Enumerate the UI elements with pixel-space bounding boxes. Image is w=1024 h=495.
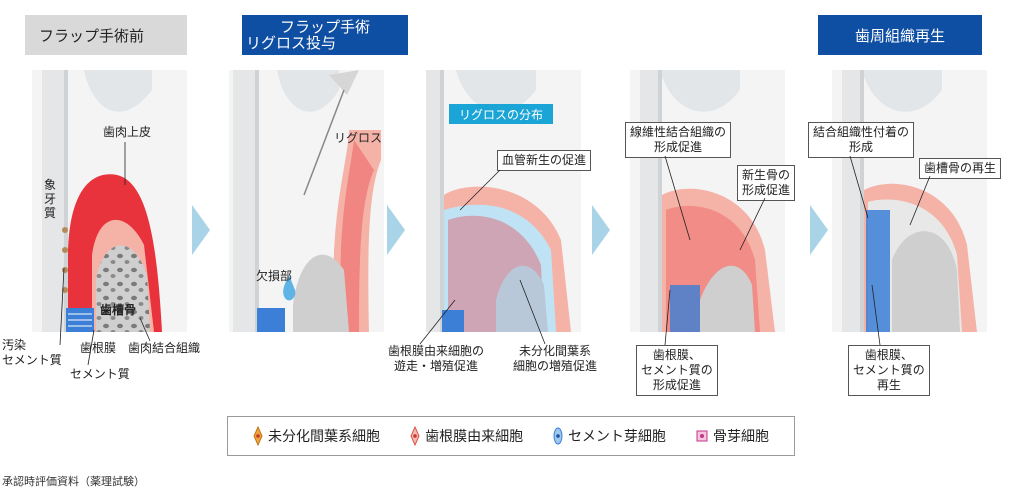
label-fibrous: 線維性結合組織の形成促進 [625, 122, 732, 158]
label-mesenchymal: 未分化間葉系細胞の増殖促進 [513, 344, 598, 373]
panel-formation [630, 70, 785, 332]
label-gingival-epithelium: 歯肉上皮 [103, 125, 152, 139]
mesenchymal-cell-icon [253, 426, 263, 446]
arrow-2 [387, 205, 405, 255]
panel-before [32, 70, 187, 332]
label-pdl-cementum-formation: 歯根膜、セメント質の形成促進 [636, 345, 718, 396]
label-pdl-cells: 歯根膜由来細胞の遊走・増殖促進 [388, 344, 485, 373]
label-alveolar-bone: 歯槽骨 [100, 303, 137, 317]
legend: 未分化間葉系細胞 歯根膜由来細胞 セメント芽細胞 骨芽細胞 [227, 416, 795, 456]
label-attachment: 結合組織性付着の形成 [808, 122, 915, 158]
pdl-cell-icon [410, 426, 420, 446]
label-pdl-regen: 歯根膜、セメント質の再生 [848, 345, 930, 396]
distribution-tag: リグロスの分布 [449, 104, 553, 124]
legend-pdl-derived: 歯根膜由来細胞 [410, 426, 523, 446]
arrow-1 [192, 205, 210, 255]
panel-surgery [229, 70, 384, 332]
legend-cementoblast: セメント芽細胞 [553, 426, 666, 446]
stage-surgery-header: フラップ手術 リグロス投与 [242, 15, 408, 55]
cementoblast-cell-icon [553, 427, 563, 445]
osteoblast-cell-icon [696, 430, 708, 442]
label-contaminated: 汚染セメント質 [2, 338, 62, 367]
legend-osteoblast: 骨芽細胞 [696, 426, 769, 446]
arrow-4 [810, 205, 828, 255]
panel-regenerated [832, 70, 987, 332]
arrow-3 [592, 205, 610, 255]
label-gingival-connective: 歯肉結合組織 [128, 341, 201, 355]
stage-before-header: フラップ手術前 [25, 15, 187, 55]
label-pdl: 歯根膜 [80, 341, 117, 355]
stage-regeneration-header: 歯周組織再生 [818, 15, 982, 55]
label-bone-regen: 歯槽骨の再生 [919, 158, 1002, 179]
label-new-bone: 新生骨の形成促進 [737, 165, 796, 201]
label-angiogenesis: 血管新生の促進 [497, 150, 592, 171]
label-regroth: リグロス [334, 131, 383, 145]
label-cementum: セメント質 [70, 367, 130, 381]
label-dentin: 象牙質 [44, 178, 57, 220]
footer-source: 承認時評価資料（薬理試験） [2, 475, 145, 488]
label-defect: 欠損部 [256, 269, 293, 283]
legend-mesenchymal: 未分化間葉系細胞 [253, 426, 380, 446]
